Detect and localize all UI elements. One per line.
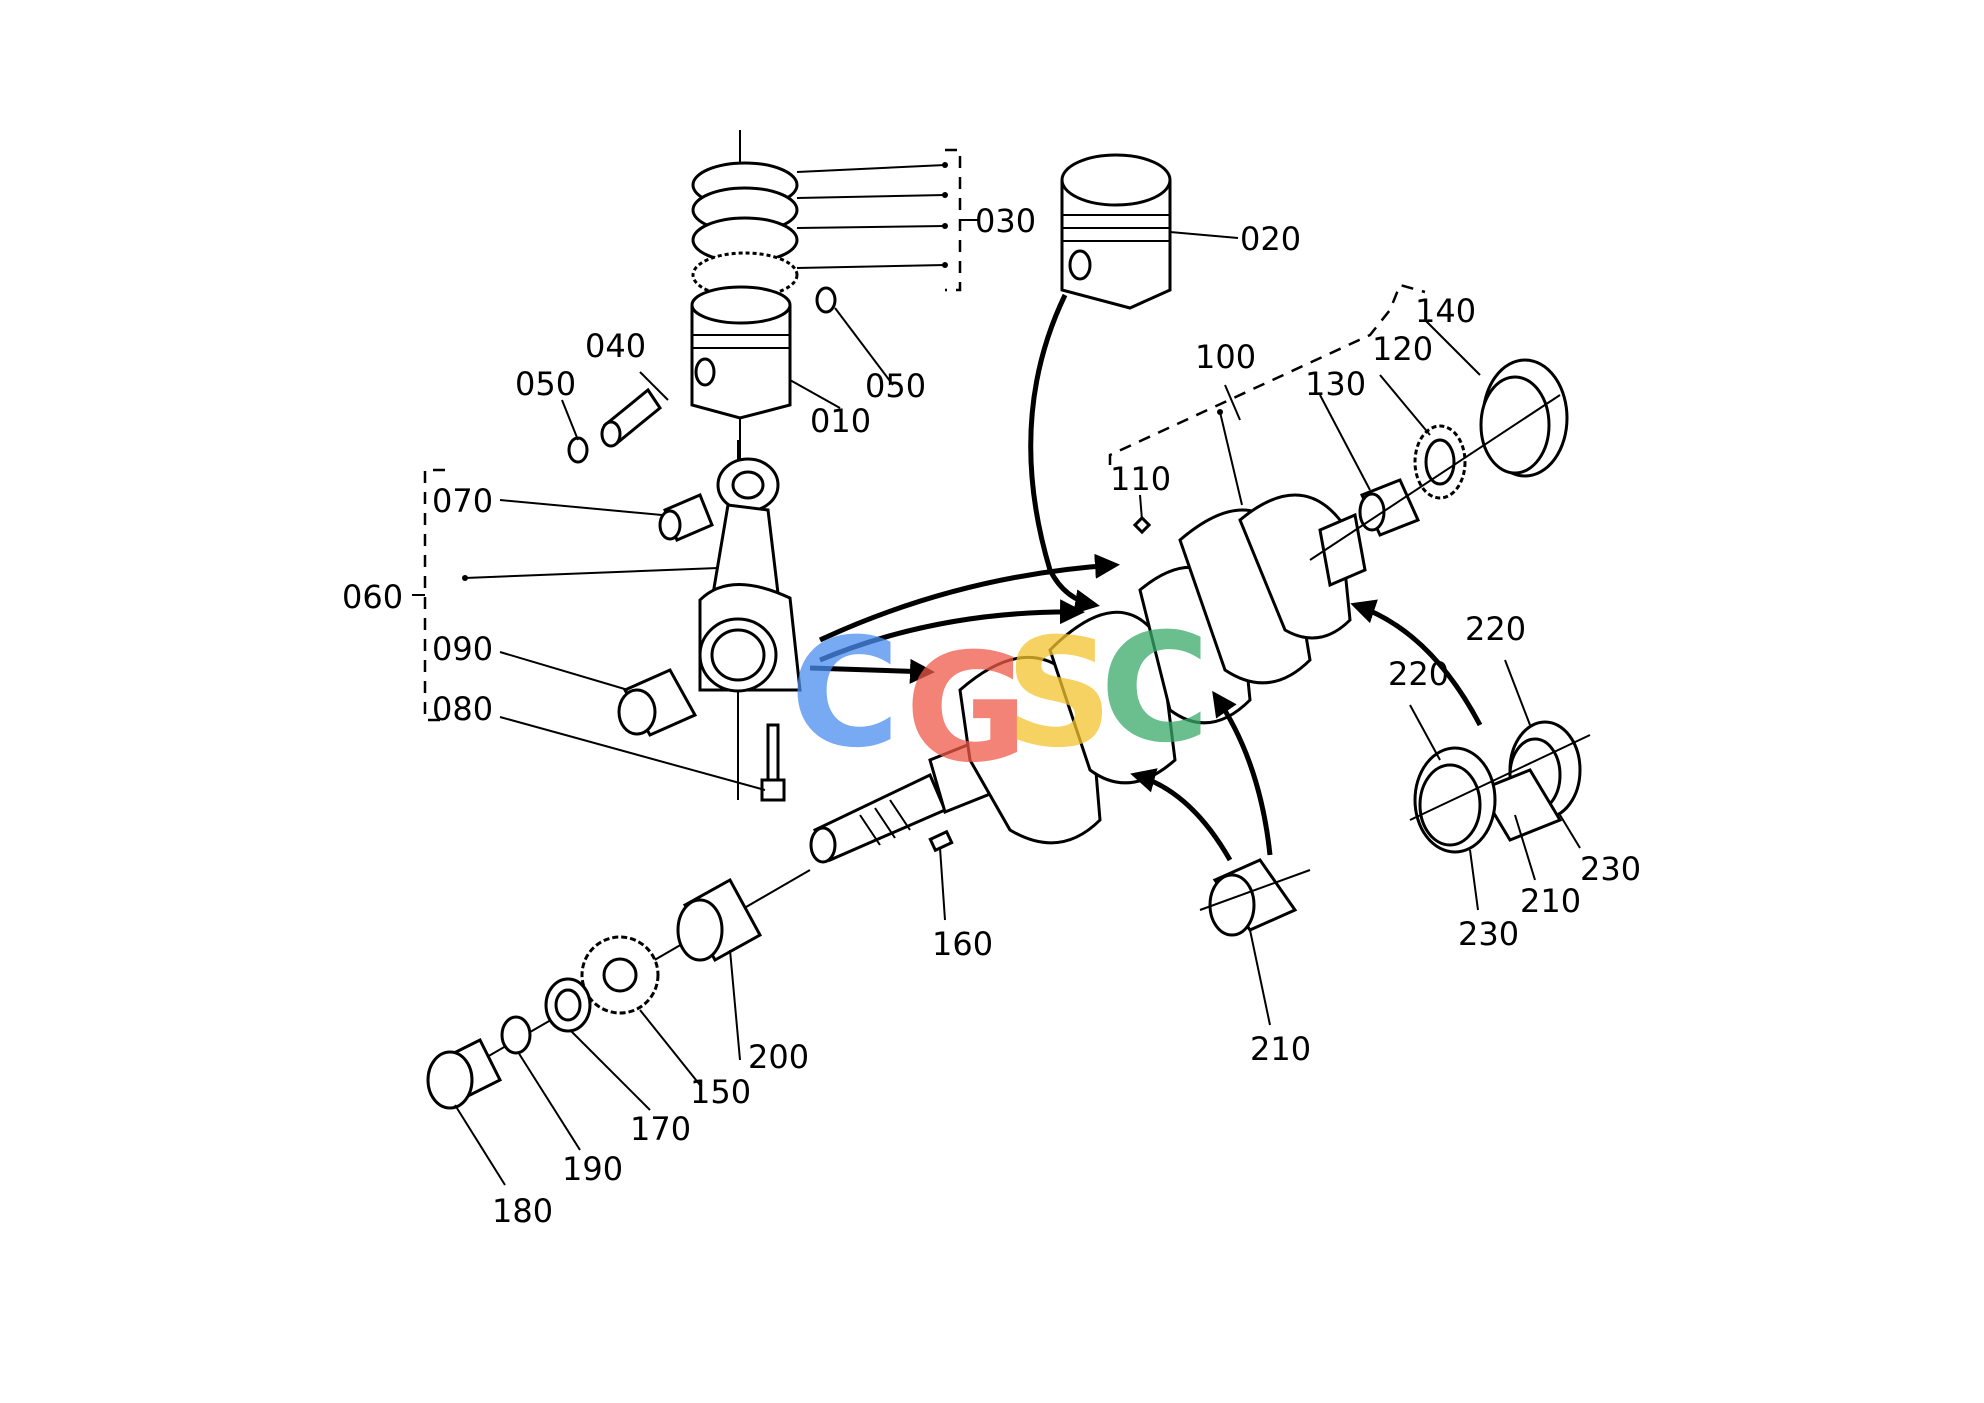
oil-ring <box>691 251 799 299</box>
piston-body <box>690 305 792 420</box>
callout-020: 020 <box>1240 220 1301 258</box>
callout-010: 010 <box>810 402 871 440</box>
callout-080: 080 <box>432 690 493 728</box>
callout-labels: 010 020 030 040 050 050 060 070 080 090 … <box>342 202 1641 1230</box>
watermark-letter-2: G <box>905 622 1028 796</box>
callout-210-rear: 210 <box>1520 882 1581 920</box>
callout-220-front: 220 <box>1388 655 1449 693</box>
connecting-rod <box>412 440 802 802</box>
o-ring <box>500 1015 532 1055</box>
circlip-right <box>815 286 837 314</box>
piston-assembly <box>567 130 978 470</box>
callout-230-right: 230 <box>1580 850 1641 888</box>
woodruff-key <box>928 829 954 853</box>
leader-lines <box>454 307 1581 1186</box>
piston-020-body <box>1060 180 1172 310</box>
callout-230-left: 230 <box>1458 915 1519 953</box>
callout-140: 140 <box>1415 292 1476 330</box>
callout-170: 170 <box>630 1110 691 1148</box>
main-bearings <box>1199 720 1591 937</box>
front-stack <box>426 869 811 1110</box>
callout-130: 130 <box>1305 365 1366 403</box>
circlip-left <box>567 436 589 464</box>
watermark-letter-4: C <box>1100 602 1210 776</box>
callout-150: 150 <box>690 1073 751 1111</box>
watermark: C G S C <box>790 602 1210 796</box>
dowel-pin <box>1132 515 1152 535</box>
callout-160: 160 <box>932 925 993 963</box>
callout-210-center: 210 <box>1250 1030 1311 1068</box>
callout-220-rear: 220 <box>1465 610 1526 648</box>
callout-120: 120 <box>1372 330 1433 368</box>
callout-060: 060 <box>342 578 403 616</box>
callout-050-right: 050 <box>865 367 926 405</box>
callout-070: 070 <box>432 482 493 520</box>
watermark-letter-1: C <box>790 607 900 781</box>
callout-050-left: 050 <box>515 365 576 403</box>
callout-040: 040 <box>585 327 646 365</box>
callout-100: 100 <box>1195 338 1256 376</box>
watermark-letter-3: S <box>1005 607 1113 781</box>
callout-110: 110 <box>1110 460 1171 498</box>
crankshaft <box>809 283 1569 864</box>
callout-190: 190 <box>562 1150 623 1188</box>
piston-020 <box>1060 153 1239 310</box>
callout-200: 200 <box>748 1038 809 1076</box>
callout-030: 030 <box>975 202 1036 240</box>
callout-180: 180 <box>492 1192 553 1230</box>
callout-090: 090 <box>432 630 493 668</box>
rod-bolt <box>766 723 780 782</box>
assembly-arrows <box>809 293 1483 862</box>
